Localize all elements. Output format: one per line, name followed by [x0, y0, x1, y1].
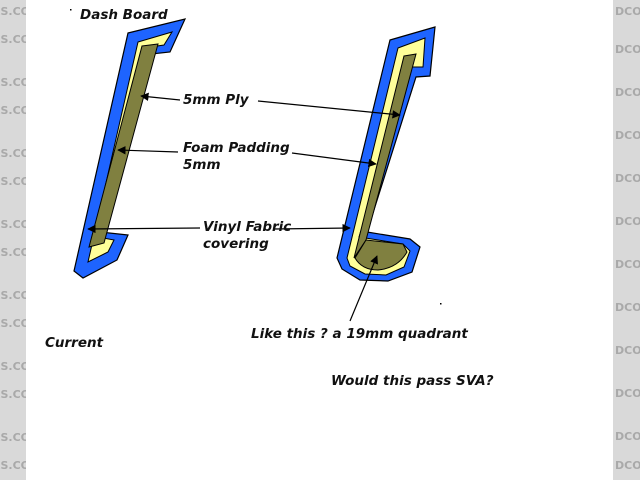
quadrant-arrow: [349, 255, 378, 322]
watermark-text: ODERS.CO: [0, 104, 26, 117]
vinyl-label-line2: covering: [203, 236, 269, 252]
speck: [440, 303, 442, 305]
vinyl-arrow-right: [273, 223, 351, 233]
annotation-arrows: [87, 92, 401, 322]
watermark-text: DCOST: [615, 301, 640, 314]
watermark-text: DCOST: [615, 387, 640, 400]
foam-arrow-left: [117, 146, 179, 155]
watermark-text: ODERS.CO: [0, 459, 26, 472]
watermark-text: ODERS.CO: [0, 360, 26, 373]
foam-label-line1: Foam Padding: [183, 140, 290, 156]
watermark-text: DCOST: [615, 5, 640, 18]
watermark-text: ODERS.CO: [0, 289, 26, 302]
watermark-text: DCOST: [615, 344, 640, 357]
watermark-text: ODERS.CO: [0, 388, 26, 401]
watermark-text: DCOST: [615, 129, 640, 142]
dash-board-title: Dash Board: [80, 7, 168, 23]
foam-layer: [346, 37, 426, 276]
vinyl-label: Vinyl Fabric covering: [203, 219, 291, 253]
quadrant-shape: [354, 239, 408, 271]
watermark-text: ODERS.CO: [0, 147, 26, 160]
watermark-text: DCOST: [615, 86, 640, 99]
watermark-text: ODERS.CO: [0, 76, 26, 89]
watermark-text: ODERS.CO: [0, 5, 26, 18]
watermark-text: DCOST: [615, 430, 640, 443]
foam-label: Foam Padding 5mm: [183, 140, 290, 174]
watermark-text: ODERS.CO: [0, 431, 26, 444]
ply-arrow-left: [140, 92, 181, 101]
speck: [70, 9, 72, 11]
watermark-text: DCOST: [615, 43, 640, 56]
watermark-text: ODERS.CO: [0, 33, 26, 46]
watermark-text: ODERS.CO: [0, 218, 26, 231]
watermark-text: ODERS.CO: [0, 246, 26, 259]
watermark-text: ODERS.CO: [0, 175, 26, 188]
right-watermark-strip: DCOST DCOST DCOST DCOST DCOST DCOST DCOS…: [613, 0, 640, 480]
watermark-text: DCOST: [615, 459, 640, 472]
current-label: Current: [45, 335, 104, 351]
proposed-dashboard-section: [336, 26, 436, 282]
left-watermark-strip: ODERS.CO ODERS.CO ODERS.CO ODERS.CO ODER…: [0, 0, 26, 480]
sva-question: Would this pass SVA?: [331, 373, 494, 389]
ply-label: 5mm Ply: [183, 92, 249, 108]
foam-arrow-right: [291, 152, 377, 168]
current-dashboard-section: [73, 18, 187, 279]
vinyl-arrow-left: [87, 224, 201, 234]
watermark-text: DCOST: [615, 258, 640, 271]
foam-label-line2: 5mm: [183, 157, 221, 173]
vinyl-label-line1: Vinyl Fabric: [203, 219, 292, 235]
watermark-text: DCOST: [615, 215, 640, 228]
quadrant-label: Like this ? a 19mm quadrant: [251, 326, 468, 342]
watermark-text: DCOST: [615, 172, 640, 185]
ply-arrow-right: [257, 100, 401, 119]
watermark-text: ODERS.CO: [0, 317, 26, 330]
